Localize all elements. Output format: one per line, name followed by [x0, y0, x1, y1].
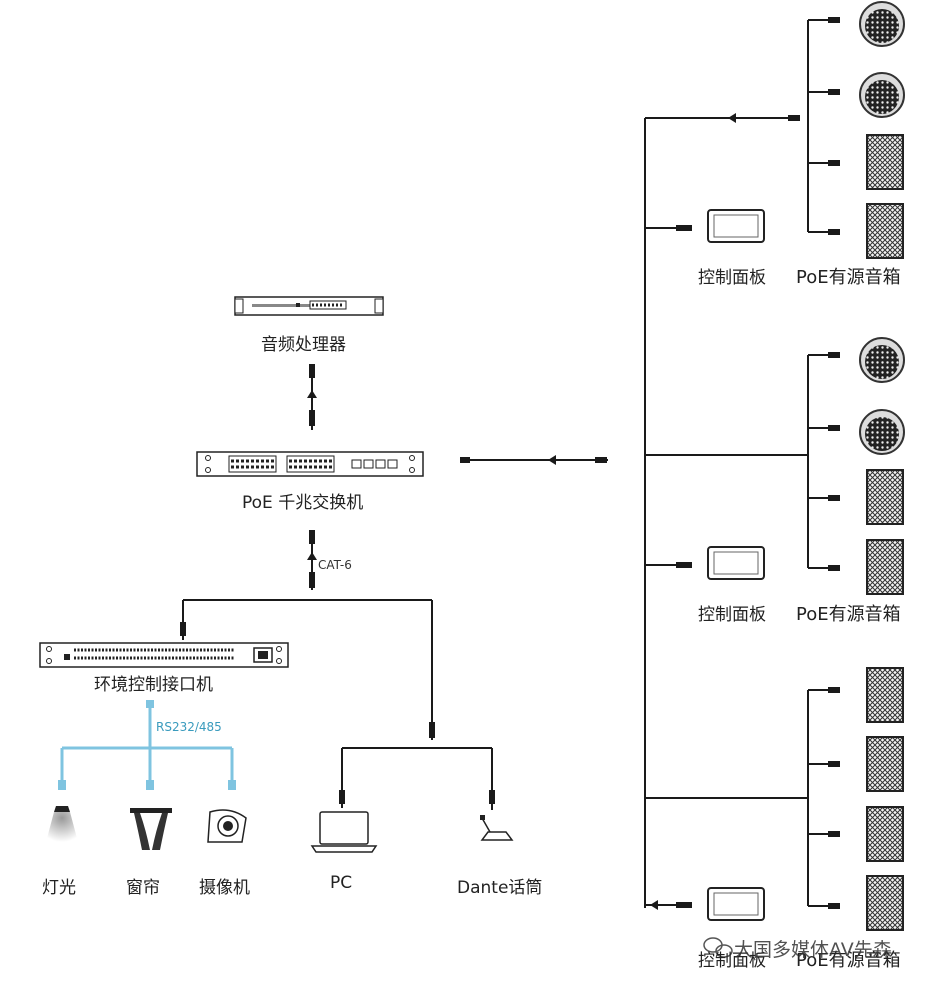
curtain-label: 窗帘	[126, 878, 160, 898]
serial-label: RS232/485	[156, 720, 222, 734]
microphone-icon	[480, 815, 514, 841]
wall-speaker-icon	[866, 806, 904, 862]
poe-speaker-label: PoE有源音箱	[796, 604, 901, 625]
wall-speaker-icon	[866, 736, 904, 792]
flow-arrow-icons	[307, 390, 317, 560]
flow-arrow-icons	[548, 113, 736, 910]
camera-icon	[207, 809, 247, 843]
environment-controller-icon	[39, 642, 289, 668]
ceiling-speaker-icon	[859, 337, 905, 383]
control-panel-label: 控制面板	[698, 605, 766, 625]
wall-speaker-icon	[866, 469, 904, 525]
wall-speaker-icon	[866, 667, 904, 723]
control-panel-icon	[707, 887, 765, 921]
audio-processor-icon	[234, 296, 384, 316]
light-icon	[46, 806, 78, 842]
audio-processor-label: 音频处理器	[261, 335, 346, 355]
wall-speaker-icon	[866, 875, 904, 931]
ceiling-speaker-icon	[859, 409, 905, 455]
camera-label: 摄像机	[199, 878, 250, 898]
cat6-label: CAT-6	[318, 558, 352, 572]
curtain-icon	[130, 808, 172, 850]
light-label: 灯光	[42, 878, 76, 898]
dante-mic-label: Dante话筒	[457, 878, 543, 898]
cabling	[182, 368, 493, 810]
serial-bus	[60, 700, 234, 790]
wall-speaker-icon	[866, 203, 904, 259]
poe-speaker-label: PoE有源音箱	[796, 950, 901, 971]
wechat-icon	[703, 937, 733, 958]
environment-controller-label: 环境控制接口机	[94, 675, 213, 695]
poe-speaker-label: PoE有源音箱	[796, 267, 901, 288]
control-panel-icon	[707, 546, 765, 580]
ceiling-speaker-icon	[859, 1, 905, 47]
wall-speaker-icon	[866, 134, 904, 190]
poe-switch-icon	[196, 451, 424, 477]
poe-switch-label: PoE 千兆交换机	[242, 493, 364, 513]
backbone-cabling	[470, 19, 840, 908]
control-panel-icon	[707, 209, 765, 243]
laptop-icon	[310, 811, 378, 853]
wall-speaker-icon	[866, 539, 904, 595]
control-panel-label: 控制面板	[698, 951, 766, 971]
rj45-connector-icons	[180, 364, 495, 804]
ceiling-speaker-icon	[859, 72, 905, 118]
control-panel-label: 控制面板	[698, 268, 766, 288]
serial-connector-icons	[58, 700, 236, 790]
watermark: 大国多媒体AV先森	[734, 939, 892, 961]
rj45-connector-icons	[460, 17, 840, 909]
pc-label: PC	[330, 873, 353, 893]
